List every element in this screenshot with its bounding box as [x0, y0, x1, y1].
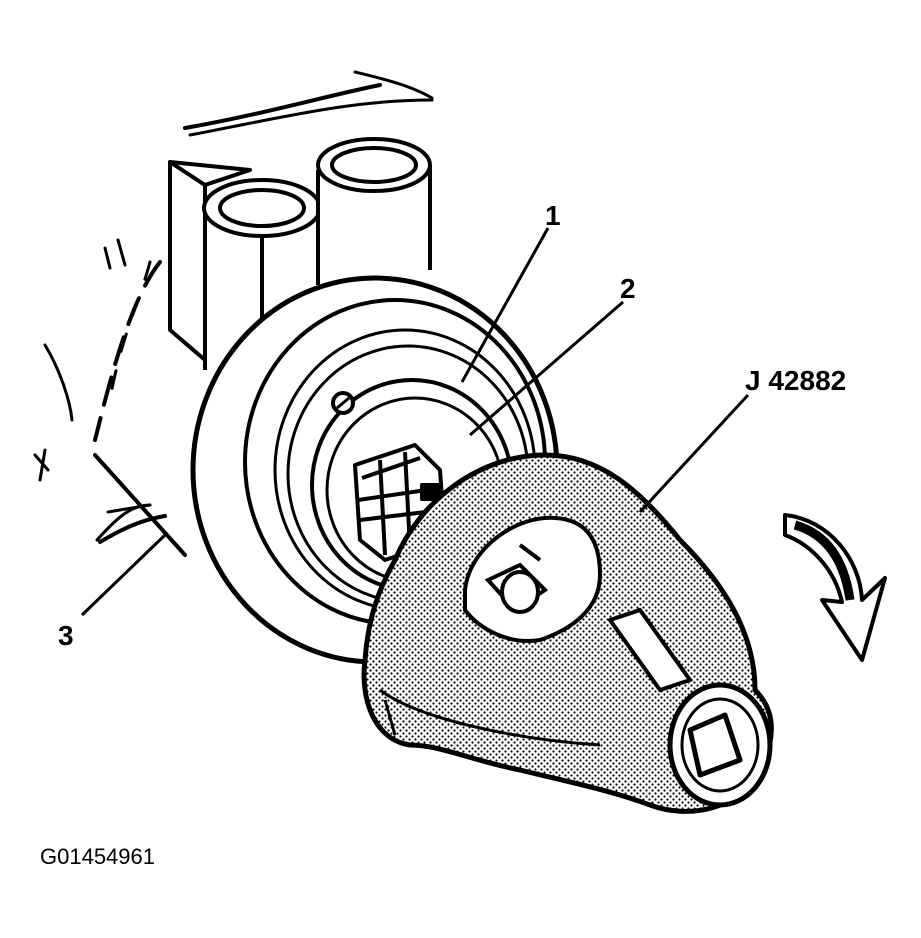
figure-code: G01454961 — [40, 844, 155, 869]
port-cylinder-right — [316, 137, 432, 290]
tool-inner-shaft — [484, 543, 549, 614]
leader-3 — [80, 533, 167, 617]
callout-2: 2 — [620, 273, 636, 304]
leader-tool — [638, 393, 750, 514]
callout-1: 1 — [545, 200, 561, 231]
tool-side-slot — [606, 607, 694, 693]
callout-tool: J 42882 — [745, 365, 846, 396]
leader-lines — [80, 227, 750, 617]
square-drive-icon — [687, 712, 743, 778]
callout-3: 3 — [58, 620, 74, 651]
rotation-arrow-icon — [783, 513, 887, 662]
leader-1 — [460, 227, 550, 383]
leader-2 — [469, 300, 624, 437]
tool-j42882 — [361, 452, 774, 814]
